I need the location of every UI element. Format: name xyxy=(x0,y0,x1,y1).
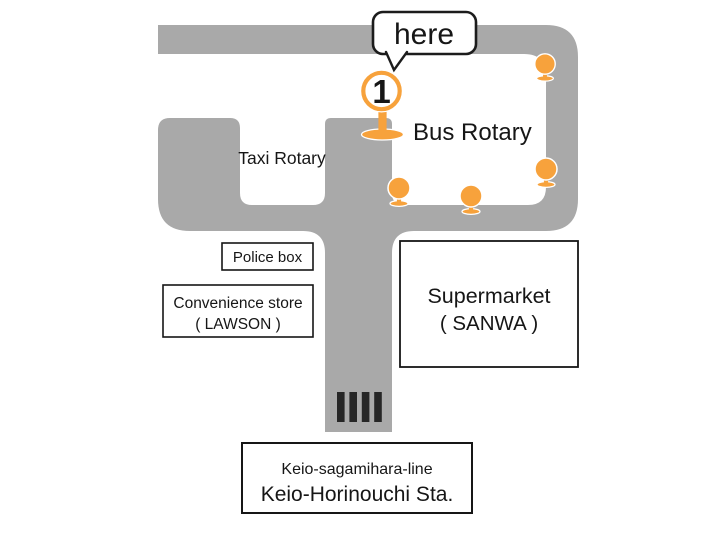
supermarket-box: Supermarket ( SANWA ) xyxy=(399,240,579,368)
here-callout: here xyxy=(371,10,478,73)
supermarket-name: ( SANWA ) xyxy=(440,312,538,335)
here-label: here xyxy=(394,18,454,51)
bus-stop-1-sign: 1 xyxy=(360,69,405,141)
convenience-store-label: Convenience store xyxy=(173,295,302,312)
railroad-crossing-icon xyxy=(337,392,382,422)
supermarket-label: Supermarket xyxy=(427,284,550,308)
bus-rotary-label: Bus Rotary xyxy=(413,119,532,146)
police-box: Police box xyxy=(221,242,314,271)
road-network xyxy=(158,25,578,432)
bus-stop-pin-icon xyxy=(534,53,556,82)
convenience-store-box: Convenience store ( LAWSON ) xyxy=(162,284,314,338)
stop-number-label: 1 xyxy=(372,73,390,110)
station-line-label: Keio-sagamihara-line xyxy=(281,461,432,478)
bus-stop-pin-icon xyxy=(534,157,558,189)
bus-stop-pin-icon xyxy=(459,184,483,216)
police-box-label: Police box xyxy=(233,249,303,266)
station-box: Keio-sagamihara-line Keio-Horinouchi Sta… xyxy=(241,442,473,514)
bus-stop-pin-icon xyxy=(387,176,411,208)
station-name-label: Keio-Horinouchi Sta. xyxy=(261,483,454,506)
taxi-rotary-label: Taxi Rotary xyxy=(238,148,326,168)
convenience-store-name: ( LAWSON ) xyxy=(195,316,281,333)
